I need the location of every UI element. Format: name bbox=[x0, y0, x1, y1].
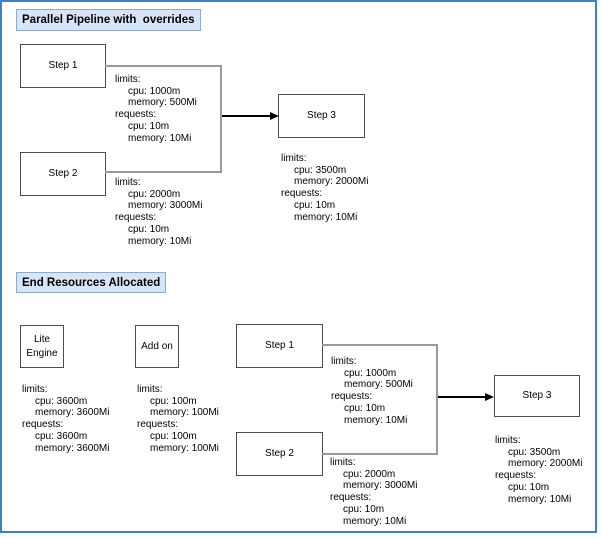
request-memory: memory: 3600Mi bbox=[35, 442, 110, 454]
limits-label: limits: bbox=[330, 457, 356, 468]
requests-label: requests: bbox=[22, 419, 64, 431]
request-memory: memory: 10Mi bbox=[128, 235, 192, 247]
connector-line bbox=[105, 171, 222, 173]
requests-label: requests: bbox=[330, 492, 372, 504]
limit-memory: memory: 3000Mi bbox=[343, 480, 418, 492]
limit-cpu: cpu: 3600m bbox=[35, 395, 88, 407]
section-title-parallel-pipeline: Parallel Pipeline with overrides bbox=[16, 9, 201, 31]
arrow-line bbox=[222, 115, 272, 117]
limits-label: limits: bbox=[281, 153, 307, 164]
requests-label: requests: bbox=[115, 109, 157, 121]
limits-label: limits: bbox=[331, 356, 357, 367]
connector-line bbox=[322, 344, 438, 346]
node-lite-engine: Lite Engine bbox=[20, 325, 64, 368]
node-step3-pipeline: Step 3 bbox=[278, 94, 365, 138]
request-memory: memory: 10Mi bbox=[294, 211, 358, 223]
request-memory: memory: 10Mi bbox=[128, 132, 192, 144]
limit-cpu: cpu: 1000m bbox=[128, 85, 181, 97]
node-label: Step 1 bbox=[48, 60, 78, 71]
resources-step3-pipeline: limits: cpu: 3500m memory: 2000Mi reques… bbox=[281, 153, 368, 223]
limits-label: limits: bbox=[115, 74, 141, 85]
request-memory: memory: 10Mi bbox=[508, 493, 572, 505]
limits-label: limits: bbox=[115, 177, 141, 188]
node-label: Add on bbox=[141, 340, 173, 352]
node-label: Step 2 bbox=[265, 448, 294, 459]
limit-cpu: cpu: 2000m bbox=[128, 188, 181, 200]
request-memory: memory: 100Mi bbox=[150, 442, 219, 454]
request-cpu: cpu: 10m bbox=[128, 223, 170, 235]
limit-memory: memory: 3000Mi bbox=[128, 200, 203, 212]
limit-cpu: cpu: 3500m bbox=[508, 446, 561, 458]
requests-label: requests: bbox=[495, 470, 537, 482]
limit-memory: memory: 500Mi bbox=[344, 379, 413, 391]
resources-step2-allocated: limits: cpu: 2000m memory: 3000Mi reques… bbox=[330, 457, 417, 527]
resources-step1-pipeline: limits: cpu: 1000m memory: 500Mi request… bbox=[115, 74, 197, 144]
limits-label: limits: bbox=[495, 435, 521, 446]
request-cpu: cpu: 10m bbox=[343, 503, 385, 515]
resources-lite-engine: limits: cpu: 3600m memory: 3600Mi reques… bbox=[22, 384, 109, 454]
request-cpu: cpu: 3600m bbox=[35, 430, 88, 442]
limit-memory: memory: 100Mi bbox=[150, 407, 219, 419]
request-memory: memory: 10Mi bbox=[344, 414, 408, 426]
arrowhead-icon bbox=[485, 392, 494, 401]
request-cpu: cpu: 10m bbox=[508, 481, 550, 493]
request-cpu: cpu: 10m bbox=[344, 402, 386, 414]
node-label: Step 3 bbox=[307, 110, 336, 121]
node-step1-allocated: Step 1 bbox=[236, 324, 323, 368]
node-add-on: Add on bbox=[135, 325, 179, 368]
limit-cpu: cpu: 2000m bbox=[343, 468, 396, 480]
node-label: Step 1 bbox=[265, 340, 294, 351]
node-step3-allocated: Step 3 bbox=[494, 375, 580, 417]
arrowhead-icon bbox=[270, 111, 279, 120]
resources-add-on: limits: cpu: 100m memory: 100Mi requests… bbox=[137, 384, 219, 454]
arrow-line bbox=[438, 396, 487, 398]
limit-memory: memory: 2000Mi bbox=[294, 176, 369, 188]
limit-cpu: cpu: 3500m bbox=[294, 164, 347, 176]
limit-memory: memory: 3600Mi bbox=[35, 407, 110, 419]
request-cpu: cpu: 10m bbox=[128, 120, 170, 132]
requests-label: requests: bbox=[115, 212, 157, 224]
resources-step2-pipeline: limits: cpu: 2000m memory: 3000Mi reques… bbox=[115, 177, 202, 247]
node-step2-allocated: Step 2 bbox=[236, 432, 323, 476]
connector-line bbox=[322, 453, 438, 455]
node-label-line2: Engine bbox=[26, 347, 58, 359]
limit-memory: memory: 500Mi bbox=[128, 97, 197, 109]
request-cpu: cpu: 100m bbox=[150, 430, 197, 442]
connector-line bbox=[220, 65, 222, 173]
node-label: Step 3 bbox=[522, 390, 552, 401]
limit-cpu: cpu: 100m bbox=[150, 395, 197, 407]
connector-line bbox=[436, 344, 438, 455]
requests-label: requests: bbox=[137, 419, 179, 431]
requests-label: requests: bbox=[281, 188, 323, 200]
request-cpu: cpu: 10m bbox=[294, 199, 336, 211]
limits-label: limits: bbox=[137, 384, 163, 395]
limits-label: limits: bbox=[22, 384, 48, 395]
node-step1-pipeline: Step 1 bbox=[20, 44, 106, 88]
limit-cpu: cpu: 1000m bbox=[344, 367, 397, 379]
requests-label: requests: bbox=[331, 391, 373, 403]
resources-step1-allocated: limits: cpu: 1000m memory: 500Mi request… bbox=[331, 356, 413, 426]
node-label-line1: Lite bbox=[33, 333, 51, 345]
node-label: Step 2 bbox=[48, 168, 78, 179]
request-memory: memory: 10Mi bbox=[343, 515, 407, 527]
section-title-end-resources: End Resources Allocated bbox=[16, 272, 166, 293]
limit-memory: memory: 2000Mi bbox=[508, 458, 583, 470]
node-step2-pipeline: Step 2 bbox=[20, 152, 106, 196]
connector-line bbox=[105, 65, 222, 67]
resources-step3-allocated: limits: cpu: 3500m memory: 2000Mi reques… bbox=[495, 435, 582, 505]
